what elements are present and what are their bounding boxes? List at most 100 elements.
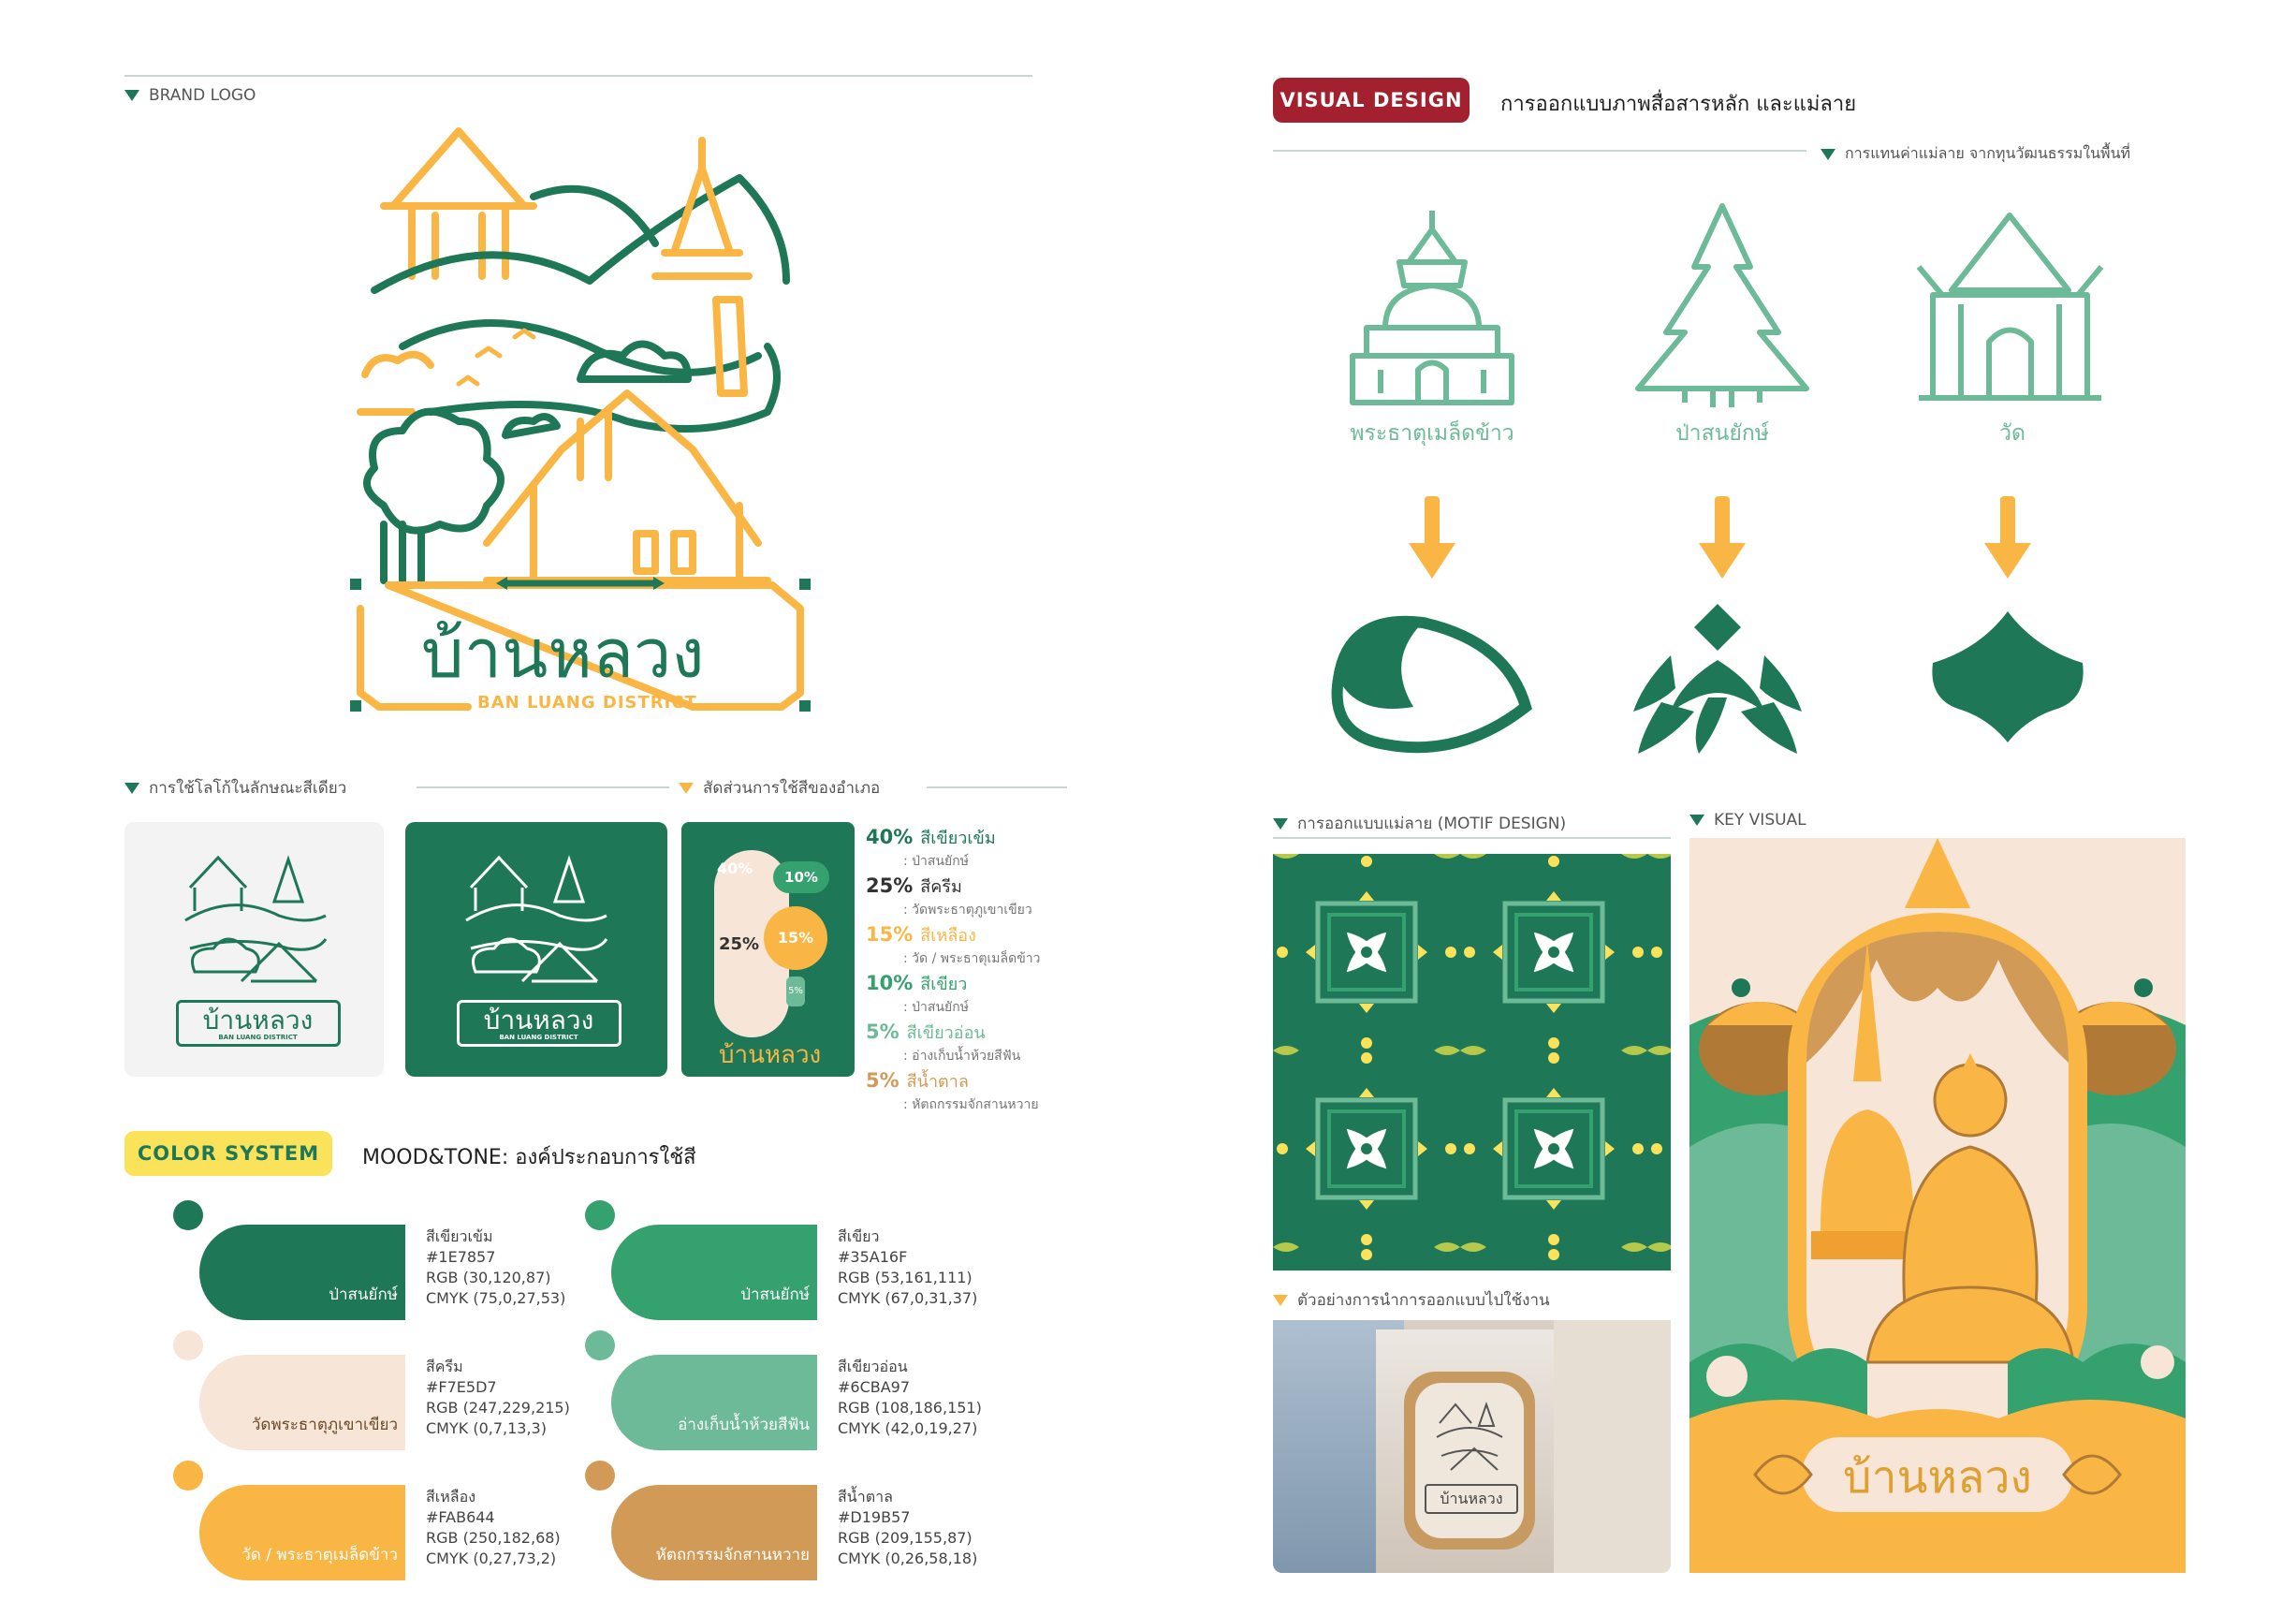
rule (1273, 150, 1806, 152)
visual-design-title: การออกแบบภาพสื่อสารหลัก และแม่ลาย (1500, 93, 1857, 116)
usage-item: 40% สีเขียวเข้ม : ป่าสนยักษ์ (866, 824, 996, 872)
triangle-icon (124, 782, 139, 794)
color-swatch: วัดพระธาตุภูเขาเขียว (199, 1355, 405, 1450)
key-visual-illustration (1689, 838, 2186, 1573)
motif-pattern (1273, 854, 1671, 1271)
color-swatch: ป่าสนยักษ์ (611, 1225, 817, 1320)
ratio-chart-logo: บ้านหลวง (719, 1041, 822, 1069)
ratio-bubble-15: 15% (764, 906, 827, 970)
rule (1273, 837, 1671, 839)
motif-design-label: การออกแบบแม่ลาย (MOTIF DESIGN) (1273, 811, 1566, 836)
swatch-cmyk: CMYK (0,7,13,3) (426, 1419, 547, 1437)
swatch-usage-label: หัตถกรรมจักสานหวาย (655, 1546, 810, 1564)
swatch-hex: #F7E5D7 (426, 1378, 497, 1396)
swatch-rgb: RGB (53,161,111) (838, 1269, 973, 1286)
color-swatch: อ่างเก็บน้ำห้วยสีฟัน (611, 1355, 817, 1450)
mono-logo-sub: BAN LUANG DISTRICT (499, 1034, 578, 1041)
sign-text: บ้านหลวง (1425, 1484, 1518, 1514)
usage-item: 25%สีครีม: วัดพระธาตุภูเขาเขียว (866, 873, 1032, 920)
top-rule (124, 75, 1032, 77)
temple-motif (1932, 611, 2084, 742)
swatch-usage-label: อ่างเก็บน้ำห้วยสีฟัน (678, 1416, 810, 1434)
rule (927, 786, 1067, 788)
ratio-bubble-40: 40% (717, 859, 753, 877)
mono-logo-frame (176, 1000, 341, 1047)
visual-design-badge: VISUAL DESIGN (1273, 78, 1470, 123)
swatch-name: สีเขียวอ่อน (838, 1358, 908, 1375)
photo-wall (1554, 1320, 1671, 1573)
swatch-dot (173, 1461, 203, 1491)
rice-seed-motif (1331, 615, 1532, 754)
swatch-hex: #6CBA97 (838, 1378, 911, 1396)
swatch-hex: #FAB644 (426, 1508, 495, 1526)
ratio-bubble-5: 5% (786, 977, 805, 1006)
example-usage-label: ตัวอย่างการนำการออกแบบไปใช้งาน (1273, 1287, 1550, 1313)
icon-label-temple: วัด (1999, 421, 2025, 446)
usage-color-name: สีเขียวเข้ม (920, 829, 996, 848)
swatch-rgb: RGB (30,120,87) (426, 1269, 551, 1286)
ratio-bubble-10: 10% (773, 861, 829, 893)
swatch-usage-label: วัด / พระธาตุเมล็ดข้าว (241, 1546, 398, 1564)
mono-logo-card-light: บ้านหลวง BAN LUANG DISTRICT (124, 822, 384, 1077)
usage-item: 5%สีเขียวอ่อน: อ่างเก็บน้ำห้วยสีฟัน (866, 1019, 1020, 1066)
swatch-rgb: RGB (250,182,68) (426, 1529, 561, 1547)
usage-color-name: สีเขียว (920, 975, 968, 994)
usage-color-name: สีครีม (920, 877, 962, 897)
logo-subtitle: BAN LUANG DISTRICT (477, 693, 697, 712)
usage-desc: : ป่าสนยักษ์ (903, 854, 969, 869)
usage-desc: : ป่าสนยักษ์ (903, 1000, 969, 1015)
mono-logo-sub: BAN LUANG DISTRICT (218, 1034, 298, 1041)
swatch-usage-label: ป่าสนยักษ์ (740, 1285, 810, 1304)
brand-logo-label: BRAND LOGO (124, 86, 256, 105)
usage-color-name: สีน้ำตาล (906, 1072, 969, 1092)
swatch-dot (585, 1200, 615, 1230)
usage-percent: 15% (866, 923, 914, 946)
usage-percent: 5% (866, 1069, 899, 1092)
swatch-name: สีครีม (426, 1358, 463, 1375)
triangle-icon (1273, 817, 1288, 830)
logo-title: บ้านหลวง (421, 614, 705, 693)
swatch-dot (585, 1461, 615, 1491)
triangle-icon (1821, 148, 1835, 160)
usage-color-name: สีเขียวอ่อน (906, 1023, 986, 1043)
arrow-down-icon (1699, 496, 1746, 579)
mono-logo-card-dark: บ้านหลวง BAN LUANG DISTRICT (405, 822, 667, 1077)
usage-percent: 5% (866, 1021, 899, 1043)
swatch-hex: #1E7857 (426, 1248, 496, 1266)
swatch-dot (173, 1200, 203, 1230)
mono-logo-icon (465, 855, 608, 983)
color-ratio-chart: 40% 10% 25% 15% 5% บ้านหลวง (681, 822, 855, 1077)
swatch-name: สีเขียวเข้ม (426, 1227, 493, 1245)
triangle-icon (124, 90, 139, 101)
swatch-hex: #D19B57 (838, 1508, 911, 1526)
key-visual-poster: บ้านหลวง (1689, 838, 2186, 1573)
color-swatch: หัตถกรรมจักสานหวาย (611, 1485, 817, 1580)
cultural-source-label: การแทนค่าแม่ลาย จากทุนวัฒนธรรมในพื้นที่ (1821, 142, 2130, 166)
usage-item: 10%สีเขียว: ป่าสนยักษ์ (866, 970, 969, 1018)
ratio-label: สัดส่วนการใช้สีของอำเภอ (679, 775, 880, 800)
swatch-rgb: RGB (247,229,215) (426, 1399, 570, 1417)
swatch-cmyk: CMYK (67,0,31,37) (838, 1289, 978, 1307)
swatch-cmyk: CMYK (75,0,27,53) (426, 1289, 566, 1307)
swatch-rgb: RGB (108,186,151) (838, 1399, 982, 1417)
usage-desc: : หัตถกรรมจักสานหวาย (903, 1097, 1039, 1112)
arrow-down-icon (1409, 496, 1455, 579)
sign-face: บ้านหลวง (1415, 1383, 1524, 1538)
mono-logo-frame (457, 1000, 622, 1047)
swatch-cmyk: CMYK (0,27,73,2) (426, 1550, 557, 1567)
swatch-hex: #35A16F (838, 1248, 908, 1266)
mono-usage-label: การใช้โลโก้ในลักษณะสีเดียว (124, 775, 346, 800)
swatch-name: สีน้ำตาล (838, 1488, 893, 1506)
color-swatch: วัด / พระธาตุเมล็ดข้าว (199, 1485, 405, 1580)
usage-percent: 40% (866, 826, 914, 848)
key-visual-title: บ้านหลวง (1843, 1451, 2032, 1504)
swatch-rgb: RGB (209,155,87) (838, 1529, 973, 1547)
icon-label-pine: ป่าสนยักษ์ (1675, 421, 1769, 446)
triangle-icon (679, 782, 694, 794)
mood-tone-title: MOOD&TONE: องค์ประกอบการใช้สี (362, 1146, 696, 1169)
